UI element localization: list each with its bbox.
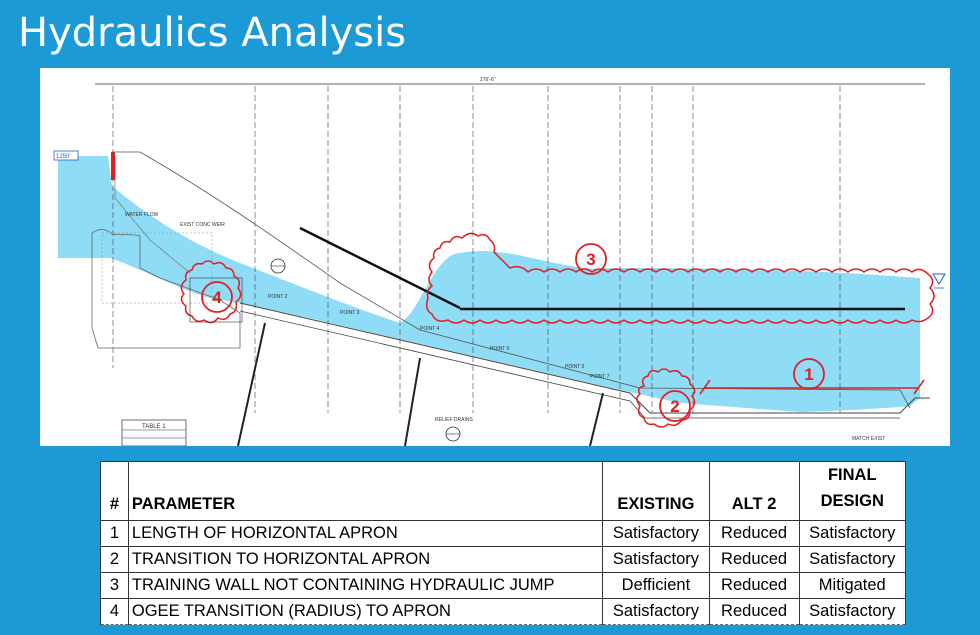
- chute-slab: [239, 302, 930, 414]
- row-alt2: Reduced: [708, 520, 800, 547]
- slide-title: Hydraulics Analysis: [18, 10, 407, 56]
- callout-4: [201, 281, 233, 313]
- row-parameter: TRANSITION TO HORIZONTAL APRON: [127, 546, 604, 573]
- table-row: 2 TRANSITION TO HORIZONTAL APRON Satisfa…: [100, 546, 907, 573]
- row-alt2: Reduced: [708, 598, 800, 625]
- row-parameter: OGEE TRANSITION (RADIUS) TO APRON: [127, 598, 604, 625]
- row-final: Satisfactory: [798, 546, 907, 573]
- callout-4-label: 4: [212, 288, 222, 307]
- row-num: 2: [100, 546, 129, 573]
- label-point-3: POINT 3: [340, 310, 360, 316]
- table-row: 3 TRAINING WALL NOT CONTAINING HYDRAULIC…: [100, 572, 907, 599]
- row-num: 1: [100, 520, 129, 547]
- cloud-region-3: [425, 232, 935, 324]
- label-point-2: POINT 2: [268, 294, 288, 300]
- table-1-box: [121, 419, 187, 446]
- overall-dimension-text: 276'-6": [480, 77, 496, 83]
- parameter-table: # PARAMETER EXISTING ALT 2 FINAL DESIGN …: [100, 461, 907, 625]
- row-final: Mitigated: [798, 572, 907, 599]
- table-row: 4 OGEE TRANSITION (RADIUS) TO APRON Sati…: [100, 598, 907, 625]
- table-header-row: # PARAMETER EXISTING ALT 2 FINAL DESIGN: [100, 461, 907, 521]
- water-flow-area: [58, 156, 920, 412]
- elevation-tag-text: 1250': [56, 154, 71, 160]
- header-final-line1: FINAL: [827, 466, 877, 484]
- label-exist-weir: EXIST CONC WEIR: [180, 222, 225, 228]
- header-final-line2: DESIGN: [820, 492, 884, 510]
- callout-3: [575, 243, 607, 275]
- row-existing: Satisfactory: [602, 598, 710, 625]
- label-point-7: POINT 7: [590, 374, 610, 380]
- row-existing: Satisfactory: [602, 546, 710, 573]
- label-point-6: POINT 6: [490, 346, 510, 352]
- header-alt2: ALT 2: [708, 461, 800, 521]
- row-num: 4: [100, 598, 129, 625]
- row-num: 3: [100, 572, 129, 599]
- row-alt2: Reduced: [708, 572, 800, 599]
- table-row: 1 LENGTH OF HORIZONTAL APRON Satisfactor…: [100, 520, 907, 547]
- row-alt2: Reduced: [708, 546, 800, 573]
- row-final: Satisfactory: [798, 520, 907, 547]
- row-existing: Defficient: [602, 572, 710, 599]
- callout-1-label: 1: [804, 365, 813, 384]
- water-surface-marker: [932, 273, 946, 285]
- elevation-tag: [53, 150, 79, 161]
- header-final-design: FINAL DESIGN: [798, 461, 907, 521]
- label-match-exist: MATCH EXIST: [852, 436, 885, 442]
- label-point-5: POINT 5: [565, 364, 585, 370]
- header-existing: EXISTING: [602, 461, 710, 521]
- callout-1: [793, 358, 825, 390]
- row-parameter: LENGTH OF HORIZONTAL APRON: [127, 520, 604, 547]
- callout-2: [659, 390, 691, 422]
- row-parameter: TRAINING WALL NOT CONTAINING HYDRAULIC J…: [127, 572, 604, 599]
- weir-structure: [91, 228, 241, 349]
- header-parameter: PARAMETER: [127, 461, 604, 521]
- parameter-table-container: # PARAMETER EXISTING ALT 2 FINAL DESIGN …: [100, 461, 907, 625]
- callout-3-label: 3: [586, 250, 595, 269]
- training-wall-slope: [299, 226, 461, 310]
- callout-2-label: 2: [670, 397, 679, 416]
- label-point-4: POINT 4: [420, 326, 440, 332]
- spillway-profile-drawing: 276'-6" 1250': [40, 68, 950, 446]
- row-existing: Satisfactory: [602, 520, 710, 547]
- cloud-region-4: [180, 260, 242, 324]
- label-water-flow: WATER FLOW: [125, 212, 159, 218]
- table-1-title: TABLE 1: [142, 424, 166, 430]
- chute-surface: [112, 151, 911, 409]
- header-num: #: [100, 461, 129, 521]
- row-final: Satisfactory: [798, 598, 907, 625]
- label-relief-drains: RELIEF DRAINS: [435, 417, 473, 423]
